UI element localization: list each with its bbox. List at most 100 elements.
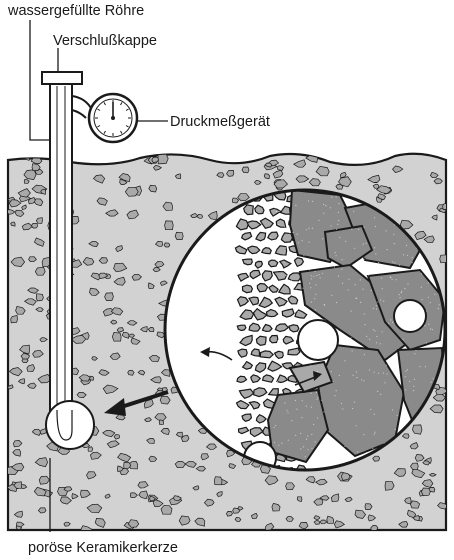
rock-speckle-dot bbox=[331, 453, 333, 455]
rock-speckle-dot bbox=[370, 289, 372, 292]
soil-grain bbox=[115, 245, 123, 253]
rock-speckle-dot bbox=[284, 295, 286, 297]
fine-stone bbox=[269, 334, 279, 344]
soil-grain bbox=[10, 462, 25, 472]
rock-speckle-dot bbox=[365, 242, 367, 244]
rock-speckle-dot bbox=[274, 441, 276, 443]
soil-grain bbox=[421, 479, 434, 488]
rock-speckle-dot bbox=[270, 295, 272, 297]
rock-speckle-dot bbox=[380, 393, 382, 395]
rock-speckle-dot bbox=[369, 338, 371, 340]
soil-grain bbox=[86, 471, 97, 480]
rock-speckle-dot bbox=[368, 273, 370, 275]
rock-speckle-dot bbox=[434, 345, 437, 347]
rock-speckle-dot bbox=[313, 423, 315, 425]
soil-grain bbox=[113, 434, 121, 440]
soil-grain bbox=[39, 337, 48, 343]
rock-speckle-dot bbox=[344, 360, 346, 362]
soil-grain bbox=[109, 352, 121, 360]
rock-speckle-dot bbox=[316, 417, 319, 419]
rock-speckle-dot bbox=[363, 354, 365, 356]
soil-grain bbox=[160, 369, 171, 377]
soil-grain bbox=[28, 256, 37, 263]
rock-speckle-dot bbox=[351, 350, 353, 352]
rock-speckle-dot bbox=[325, 205, 327, 207]
fine-stone bbox=[248, 296, 260, 306]
rock-speckle-dot bbox=[323, 303, 325, 306]
air-bubble bbox=[393, 299, 427, 333]
rock-speckle-dot bbox=[360, 301, 362, 303]
rock-speckle-dot bbox=[419, 365, 421, 368]
soil-grain bbox=[178, 515, 191, 526]
rock-speckle-dot bbox=[373, 371, 375, 373]
soil-grain bbox=[137, 481, 149, 489]
rock-speckle-dot bbox=[310, 365, 312, 367]
soil-grain bbox=[60, 496, 72, 505]
soil-grain bbox=[131, 273, 143, 281]
fine-stone bbox=[267, 388, 279, 396]
soil-grain bbox=[192, 485, 200, 491]
rock-speckle-dot bbox=[294, 284, 296, 287]
soil-grain bbox=[295, 175, 310, 183]
rock-speckle-dot bbox=[303, 446, 305, 448]
rock-speckle-dot bbox=[411, 262, 413, 264]
rock-speckle-dot bbox=[285, 318, 287, 320]
arrowhead bbox=[313, 371, 322, 381]
fine-stone bbox=[255, 413, 267, 424]
gauge-tick bbox=[97, 125, 101, 128]
rock-speckle-dot bbox=[292, 321, 294, 324]
rock-speckle-dot bbox=[335, 196, 337, 198]
soil-grain bbox=[124, 186, 139, 197]
soil-grain bbox=[372, 455, 381, 462]
rock-speckle-dot bbox=[286, 329, 288, 331]
rock-speckle-dot bbox=[274, 223, 276, 225]
rock-speckle-dot bbox=[406, 369, 408, 371]
soil-grain bbox=[232, 507, 241, 514]
rock-speckle-dot bbox=[294, 323, 296, 325]
soil-grain bbox=[338, 176, 352, 188]
rock-speckle-dot bbox=[337, 275, 340, 277]
soil-grain bbox=[200, 453, 210, 461]
rock-speckle-dot bbox=[380, 299, 382, 301]
rock-speckle-dot bbox=[288, 347, 290, 349]
soil-grain bbox=[102, 429, 116, 438]
gauge-tick bbox=[103, 130, 106, 134]
soil-grain bbox=[376, 185, 392, 194]
rock-speckle-dot bbox=[370, 408, 372, 410]
rock-speckle-dot bbox=[426, 266, 428, 268]
soil-grain bbox=[429, 171, 439, 179]
soil-grain bbox=[153, 498, 164, 507]
soil-grain bbox=[10, 221, 16, 227]
fine-stone bbox=[281, 308, 295, 318]
soil-grain bbox=[433, 178, 443, 185]
fine-stone bbox=[268, 284, 279, 293]
rock-speckle-dot bbox=[415, 349, 417, 352]
rock-speckle-dot bbox=[375, 308, 378, 310]
rock-speckle-dot bbox=[302, 287, 304, 289]
fine-stone bbox=[261, 374, 275, 383]
soil-grain bbox=[225, 511, 233, 517]
gauge-ticks bbox=[95, 100, 131, 136]
fine-stone bbox=[237, 348, 248, 358]
rock-speckle-dot bbox=[318, 219, 320, 221]
gauge-tick bbox=[125, 108, 129, 111]
rock-speckle-dot bbox=[363, 380, 365, 382]
fine-stone bbox=[241, 284, 254, 294]
rock-speckle-dot bbox=[284, 402, 286, 404]
fine-stone bbox=[240, 231, 253, 241]
soil-grain bbox=[340, 171, 347, 179]
soil-grain bbox=[401, 433, 410, 439]
soil-grain bbox=[315, 166, 330, 177]
fine-stone bbox=[288, 324, 300, 333]
rock-speckle-dot bbox=[301, 417, 303, 419]
rock-speckle-dot bbox=[341, 259, 343, 261]
rock-speckle-dot bbox=[300, 281, 302, 283]
rock-speckle-dot bbox=[390, 277, 392, 279]
soil-grain bbox=[117, 453, 132, 463]
rock-speckle-dot bbox=[331, 196, 333, 198]
soil-grain bbox=[265, 522, 275, 530]
rock-speckle-dot bbox=[405, 370, 407, 372]
fine-stone bbox=[248, 322, 261, 332]
rock-speckle-dot bbox=[270, 358, 272, 360]
fine-stone bbox=[274, 323, 290, 333]
